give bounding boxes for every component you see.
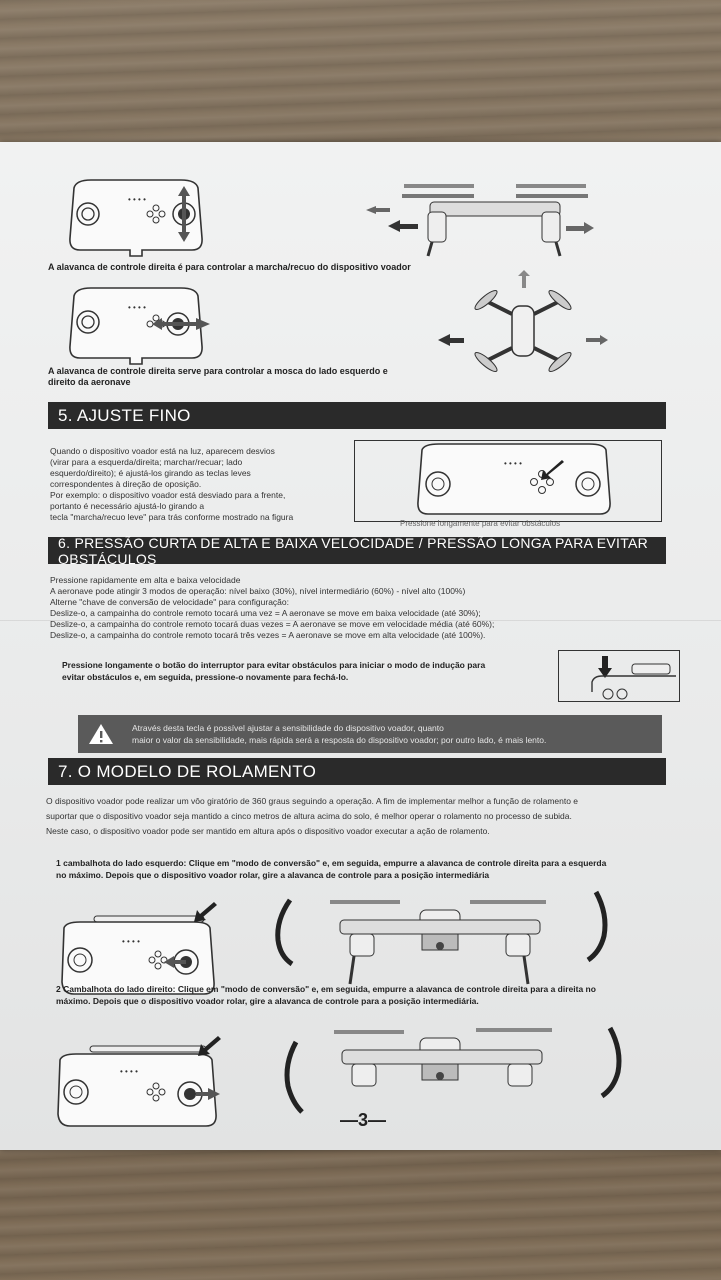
section5-text-line: Por exemplo: o dispositivo voador está d… — [50, 490, 286, 500]
trim-figure-caption: Pressione longamente para evitar obstácu… — [400, 519, 561, 528]
controller-illustration-forward-back: • • • • — [69, 179, 203, 257]
section6-text-line: Alterne "chave de conversão de velocidad… — [50, 597, 289, 607]
section6-text-line: A aeronave pode atingir 3 modos de opera… — [50, 586, 466, 596]
section5-text-line: Quando o dispositivo voador está na luz,… — [50, 446, 275, 456]
drone-side-view-illustration — [366, 184, 594, 257]
obstacle-button-illustration — [591, 656, 676, 700]
section7-text-line: suportar que o dispositivo voador seja m… — [46, 811, 572, 821]
section6-text-line: Deslize-o, a campainha do controle remot… — [50, 608, 481, 618]
svg-text:• • • •: • • • • — [120, 1067, 138, 1076]
section5-text-line: esquerdo/direito); é ajustá-los girando … — [50, 468, 251, 478]
section7-text-line: O dispositivo voador pode realizar um vô… — [46, 796, 579, 806]
obstacle-text-line: evitar obstáculos e, em seguida, pressio… — [62, 672, 349, 682]
controller-trim-illustration: • • • • — [417, 443, 611, 515]
drone-front-view-roll-right — [284, 1026, 622, 1114]
section6-text-line: Pressione rapidamente em alta e baixa ve… — [50, 575, 241, 585]
page-fold-line — [0, 620, 721, 621]
section5-text-line: tecla "marcha/recuo leve" para trás conf… — [50, 512, 294, 522]
svg-text:• • • •: • • • • — [128, 303, 146, 312]
section5-title: 5. AJUSTE FINO — [48, 402, 666, 429]
controller-illustration-roll-left: • • • • — [61, 902, 217, 995]
obstacle-text-line: Pressione longamente o botão do interrup… — [62, 660, 486, 670]
warning-text-line: Através desta tecla é possível ajustar a… — [132, 723, 444, 733]
section6-title: 6. PRESSÃO CURTA DE ALTA E BAIXA VELOCID… — [48, 535, 666, 567]
svg-text:• • • •: • • • • — [504, 459, 522, 468]
warning-triangle-icon — [89, 724, 113, 744]
obstacle-figure-frame — [558, 650, 680, 702]
step1-text-line: 1 cambalhota do lado esquerdo: Clique em… — [56, 858, 607, 868]
drone-top-view-illustration — [438, 270, 608, 373]
section7-text-line: Neste caso, o dispositivo voador pode se… — [46, 826, 490, 836]
section5-text-line: (virar para a esquerda/direita; marchar/… — [50, 457, 243, 467]
section7-title: 7. O MODELO DE ROLAMENTO — [48, 758, 666, 785]
svg-text:• • • •: • • • • — [122, 937, 140, 946]
svg-text:• • • •: • • • • — [128, 195, 146, 204]
drone-front-view-roll-left — [275, 890, 608, 985]
warning-text-line: maior o valor da sensibilidade, mais ráp… — [132, 735, 547, 745]
page-number: —3— — [340, 1110, 387, 1130]
section6-text-line: Deslize-o, a campainha do controle remot… — [50, 619, 495, 629]
step1-text-line: no máximo. Depois que o dispositivo voad… — [56, 870, 490, 880]
caption-forward-back: A alavanca de controle direita é para co… — [48, 262, 411, 272]
warning-banner: Através desta tecla é possível ajustar a… — [78, 715, 662, 753]
section5-text-line: correspondentes à direção de oposição. — [50, 479, 202, 489]
section5-text-line: portanto é necessário ajustá-lo girando … — [50, 501, 205, 511]
trim-figure-frame — [354, 440, 662, 522]
controller-illustration-roll-right: • • • • — [57, 1036, 221, 1127]
step2-text-line: máximo. Depois que o dispositivo voador … — [56, 996, 479, 1006]
step2-text-line: 2 Cambalhota do lado direito: Clique em … — [56, 984, 596, 994]
section6-text-line: Deslize-o, a campainha do controle remot… — [50, 630, 486, 640]
controller-illustration-left-right: • • • • — [69, 287, 210, 365]
caption-left-right: A alavanca de controle direita serve par… — [48, 366, 388, 387]
